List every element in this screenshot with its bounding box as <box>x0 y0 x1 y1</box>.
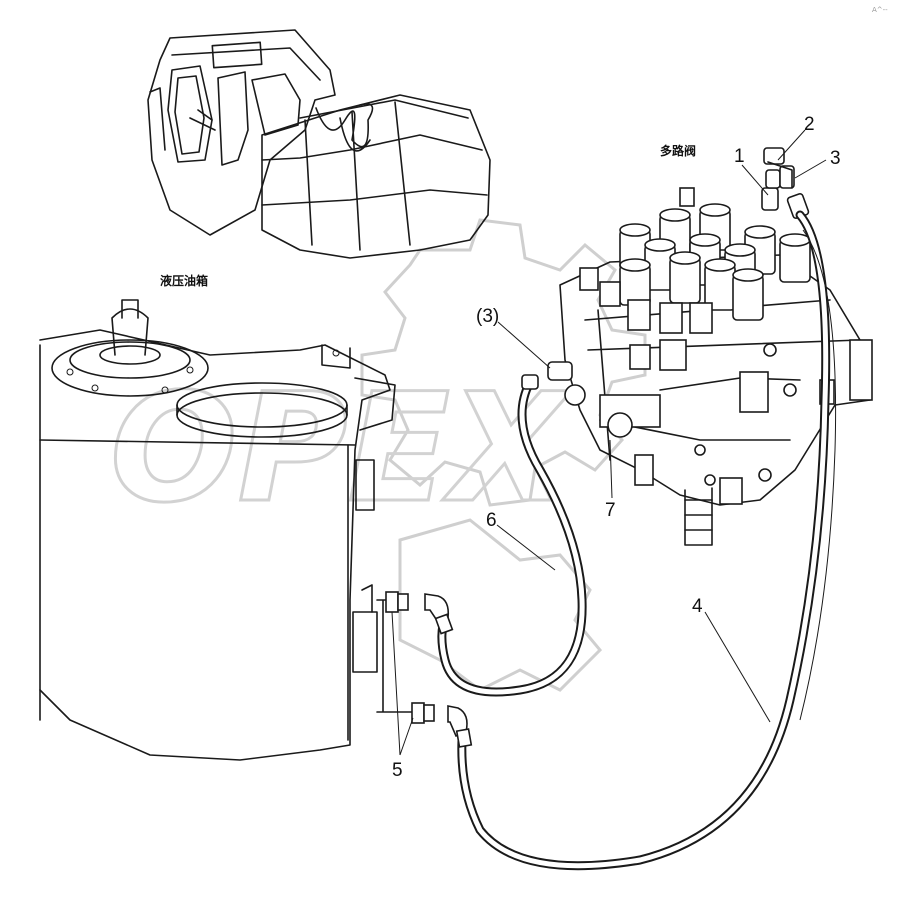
callout-4: 4 <box>692 596 703 617</box>
callout-6: 6 <box>486 510 497 531</box>
hoses <box>437 210 837 871</box>
watermark-gear-lower <box>398 518 603 692</box>
watermark-gear <box>360 218 647 507</box>
corner-mark: A^-- <box>872 6 888 14</box>
callout-1: 1 <box>734 146 745 167</box>
leader-lines <box>391 129 827 756</box>
tank-port-fittings <box>376 361 573 748</box>
multi-way-valve <box>554 187 873 546</box>
callout-3: 3 <box>830 148 841 169</box>
callout-3-ref: (3) <box>476 306 499 327</box>
callout-7: 7 <box>605 500 616 521</box>
watermark-text: OPEX <box>110 362 572 536</box>
excavator-thumbnail <box>147 29 491 259</box>
tee-fittings <box>761 147 810 220</box>
hydraulic-tank-label: 液压油箱 <box>160 273 208 288</box>
hydraulic-tank <box>39 299 396 761</box>
callouts: 1 2 3 (3) 4 5 6 7 <box>392 114 841 781</box>
multi-valve-label: 多路阀 <box>660 143 696 158</box>
spool-caps <box>619 187 811 321</box>
callout-2: 2 <box>804 114 815 135</box>
watermark: OPEX <box>109 218 647 692</box>
callout-5: 5 <box>392 760 403 781</box>
